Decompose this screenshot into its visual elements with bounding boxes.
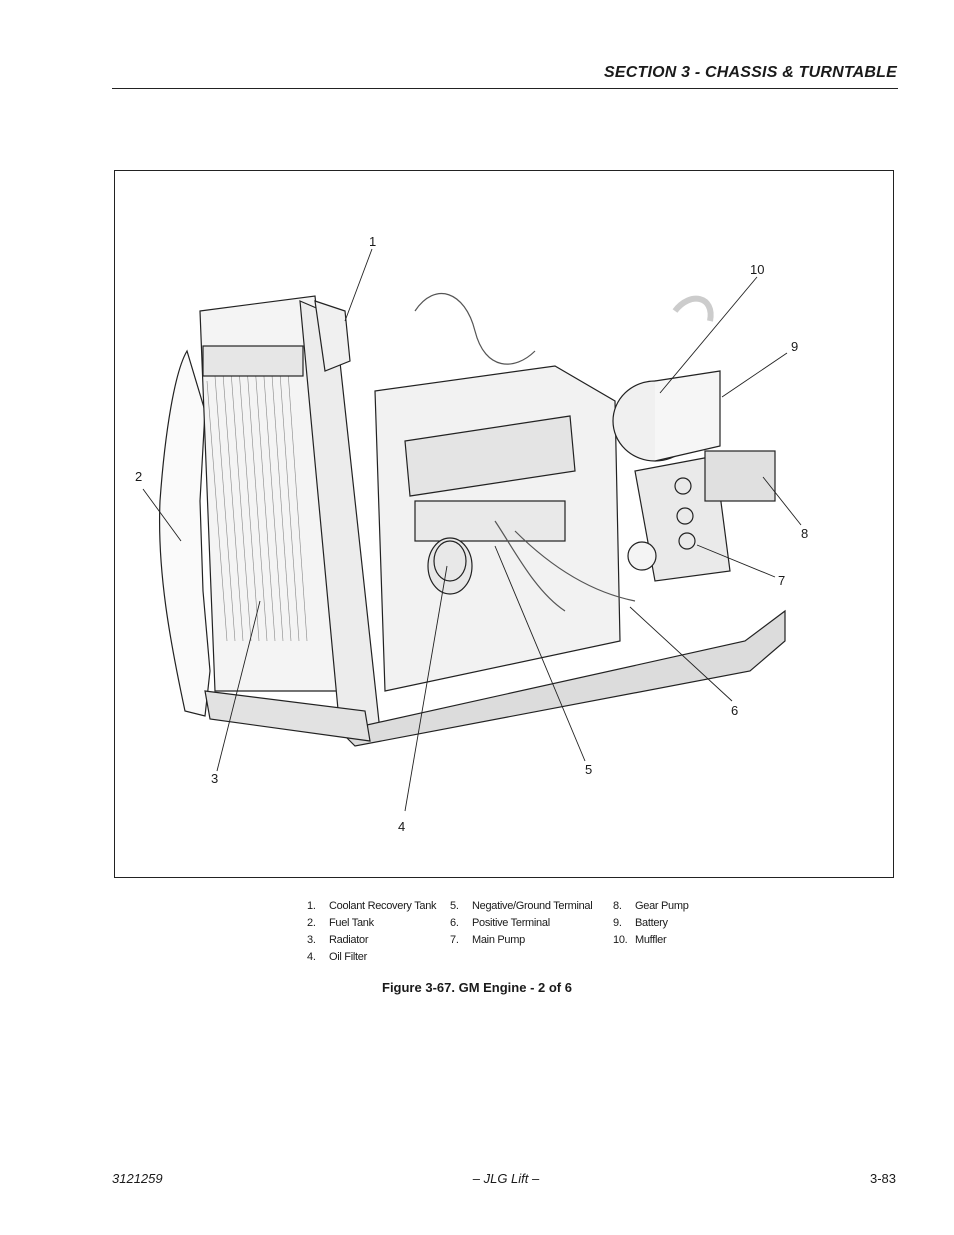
callout-8: 8 [801,526,808,541]
callout-7: 7 [778,573,785,588]
section-title: SECTION 3 - CHASSIS & TURNTABLE [603,64,897,81]
legend-item: 9.Battery [613,917,668,929]
legend-item: 7.Main Pump [450,934,525,946]
doc-number: 3121259 [112,1171,163,1186]
callout-6: 6 [731,703,738,718]
callout-2: 2 [135,469,142,484]
engine-illustration: 1 2 3 4 5 6 7 8 9 10 [135,234,808,834]
legend-item: 1.Coolant Recovery Tank [307,900,437,912]
page-number: 3-83 [869,1171,896,1186]
legend-item: 6.Positive Terminal [450,917,550,929]
callout-4: 4 [398,819,405,834]
legend-item: 8.Gear Pump [613,900,689,912]
legend-column-2: 5.Negative/Ground Terminal 6.Positive Te… [450,898,593,949]
legend-item: 4.Oil Filter [307,951,367,963]
callout-5: 5 [585,762,592,777]
legend-column-1: 1.Coolant Recovery Tank 2.Fuel Tank 3.Ra… [307,898,437,966]
legend-item: 2.Fuel Tank [307,917,374,929]
figure-caption: Figure 3-67. GM Engine - 2 of 6 [382,980,572,995]
header-rule [112,88,898,89]
legend-item: 3.Radiator [307,934,369,946]
figure-frame: 1 2 3 4 5 6 7 8 9 10 [114,170,894,878]
legend-column-3: 8.Gear Pump 9.Battery 10.Muffler [613,898,689,949]
legend-item: 5.Negative/Ground Terminal [450,900,593,912]
callout-3: 3 [211,771,218,786]
callout-10: 10 [750,262,764,277]
callout-1: 1 [369,234,376,249]
publisher: – JLG Lift – [472,1171,540,1186]
legend-item: 10.Muffler [613,934,667,946]
callout-9: 9 [791,339,798,354]
